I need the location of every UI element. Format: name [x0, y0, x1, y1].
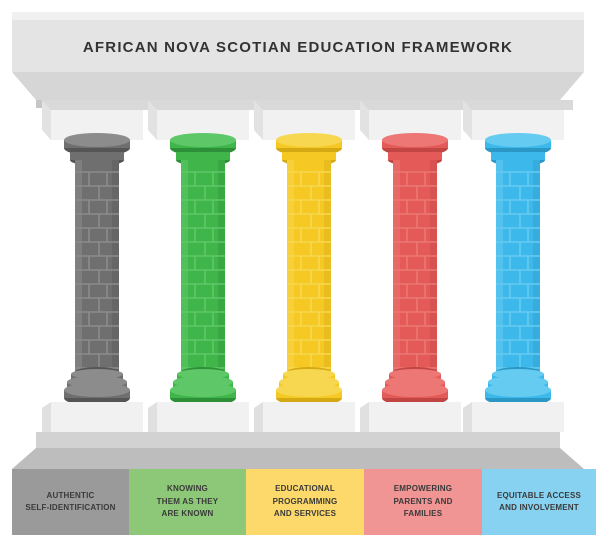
roof-slab [12, 20, 584, 72]
pillar-5-capital-ring-band [491, 152, 545, 160]
pillar-5-shaft-shadow [533, 160, 540, 372]
pillar-2-label-panel: KNOWING THEM AS THEY ARE KNOWN [129, 469, 246, 535]
pillar-3-bottom-block-side [254, 402, 263, 438]
pillar-5-base-ring-2-top [492, 369, 544, 379]
pillar-3-capital-ring-band [282, 152, 336, 160]
pillar-3-label: EDUCATIONAL PROGRAMMING AND SERVICES [272, 484, 338, 519]
pillar-4 [382, 133, 448, 406]
pillar-2 [170, 133, 236, 406]
pillar-3-capital-top [276, 133, 342, 147]
pillar-3-shaft [287, 160, 331, 372]
pillar-4-capital-ring-band [388, 152, 442, 160]
pillar-3-label-panel: EDUCATIONAL PROGRAMMING AND SERVICES [246, 469, 364, 535]
pillar-4-shaft-highlight [393, 160, 400, 372]
pillar-4-bottom-block-side [360, 402, 369, 438]
pillar-4-label-panel: EMPOWERING PARENTS AND FAMILIES [364, 469, 482, 535]
pillar-2-top-block-top [148, 100, 258, 110]
roof-slope [12, 72, 584, 100]
pillar-5-top-block-top [463, 100, 573, 110]
pillar-4-top-block-side [360, 100, 369, 140]
pillar-2-shaft [181, 160, 225, 372]
pillar-1-shaft [75, 160, 119, 372]
pillar-1-bottom-block-side [42, 402, 51, 438]
pillar-4-label: EMPOWERING PARENTS AND FAMILIES [393, 484, 453, 519]
pillar-5-shaft [496, 160, 540, 372]
pillar-3-top-block-side [254, 100, 263, 140]
pillar-3-plinth-top [276, 383, 342, 397]
pillar-5-top-block-side [463, 100, 472, 140]
pillar-4-plinth-top [382, 383, 448, 397]
pillar-5-bottom-block-side [463, 402, 472, 438]
pillar-1-plinth-top [64, 383, 130, 397]
pillar-5-label: EQUITABLE ACCESS AND INVOLVEMENT [496, 490, 582, 513]
pillar-1-label-panel: AUTHENTIC SELF-IDENTIFICATION [12, 469, 129, 535]
pillar-5-label-panel: EQUITABLE ACCESS AND INVOLVEMENT [482, 469, 596, 535]
pillar-4-shaft-shadow [430, 160, 437, 372]
pillar-1-capital-ring-band [70, 152, 124, 160]
pillar-1-shaft-shadow [112, 160, 119, 372]
pillar-5-bottom-block [472, 402, 564, 432]
pillar-2-shaft-shadow [218, 160, 225, 372]
pillar-2-base-ring-2-top [177, 369, 229, 379]
pillar-1-top-block-top [42, 100, 152, 110]
framework-title: AFRICAN NOVA SCOTIAN EDUCATION FRAMEWORK [83, 39, 513, 56]
pillar-4-capital-top [382, 133, 448, 147]
pillar-3-shaft-highlight [287, 160, 294, 372]
pillar-2-bottom-block [157, 402, 249, 432]
pillar-1-bottom-block [51, 402, 143, 432]
pillar-1 [64, 133, 130, 406]
pillar-2-label: KNOWING THEM AS THEY ARE KNOWN [156, 484, 219, 519]
pillar-5-plinth-top [485, 383, 551, 397]
pillar-5 [485, 133, 551, 406]
pillar-2-capital-ring-band [176, 152, 230, 160]
pillar-2-top-block-side [148, 100, 157, 140]
pillar-3 [276, 133, 342, 406]
pillar-2-shaft-highlight [181, 160, 188, 372]
pillar-4-top-block-top [360, 100, 470, 110]
pillar-3-bottom-block [263, 402, 355, 432]
pillar-2-plinth-top [170, 383, 236, 397]
pillar-1-capital-top [64, 133, 130, 147]
pillar-4-shaft [393, 160, 437, 372]
base-platform-slope [12, 448, 584, 469]
pillar-3-shaft-shadow [324, 160, 331, 372]
pillar-3-top-block-top [254, 100, 364, 110]
pillar-1-shaft-highlight [75, 160, 82, 372]
pillar-4-bottom-block [369, 402, 461, 432]
pillar-1-label: AUTHENTIC SELF-IDENTIFICATION [25, 490, 116, 513]
pillar-5-capital-top [485, 133, 551, 147]
pillar-3-base-ring-2-top [283, 369, 335, 379]
pillar-2-bottom-block-side [148, 402, 157, 438]
pillar-1-top-block-side [42, 100, 51, 140]
pillar-1-base-ring-2-top [71, 369, 123, 379]
pillar-2-capital-top [170, 133, 236, 147]
roof-top-face [12, 12, 584, 20]
pillar-5-shaft-highlight [496, 160, 503, 372]
base-platform-top [36, 432, 560, 448]
pillar-4-base-ring-2-top [389, 369, 441, 379]
